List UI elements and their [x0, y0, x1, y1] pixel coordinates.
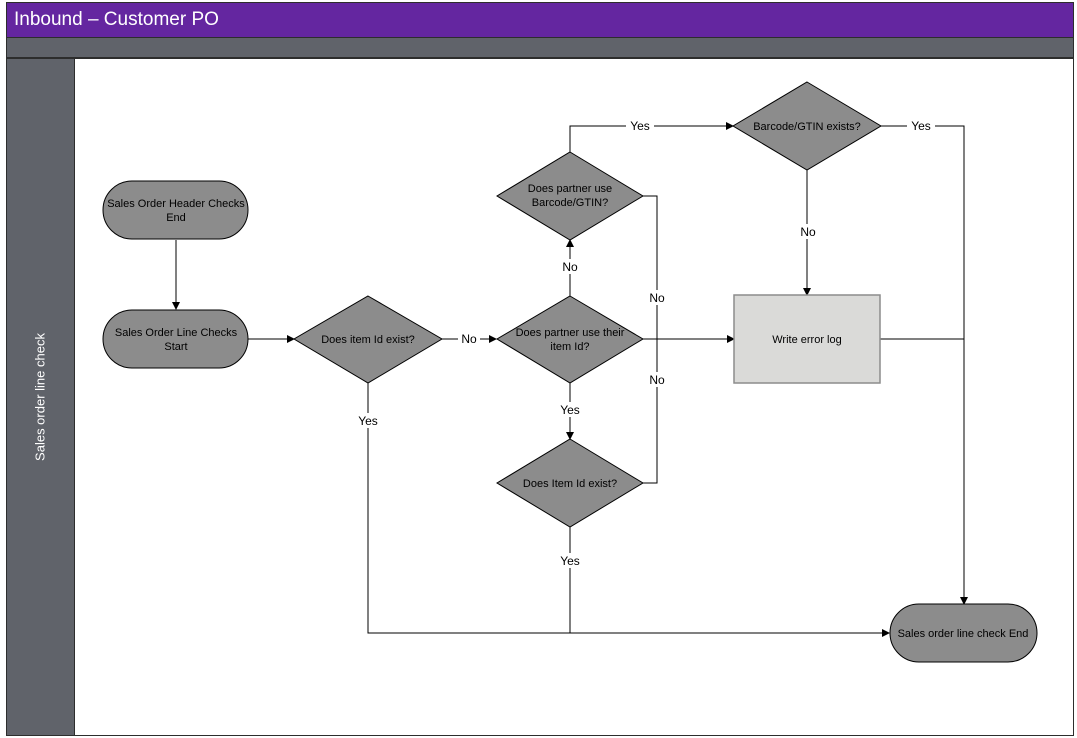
- subheader-bar: [6, 38, 1074, 58]
- edge-barcode-exists-yes: [881, 125, 968, 605]
- edge-item-yes: [367, 383, 890, 637]
- svg-text:Write error log: Write error log: [772, 334, 841, 346]
- label-partner-item-no: No: [562, 260, 578, 274]
- node-line-end: Sales order line check End: [889, 603, 1038, 663]
- svg-text:Does partner use their: Does partner use their: [516, 327, 625, 339]
- svg-text:Does item Id exist?: Does item Id exist?: [321, 334, 415, 346]
- label-barcode-no: No: [649, 291, 665, 305]
- svg-text:Does partner use: Does partner use: [528, 183, 612, 195]
- title-bar: Inbound – Customer PO: [6, 2, 1074, 38]
- edge-barcode-no: [643, 195, 658, 339]
- label-item2-no: No: [649, 373, 665, 387]
- node-barcode-exists: Barcode/GTIN exists?: [732, 81, 882, 171]
- svg-text:item Id?: item Id?: [550, 341, 589, 353]
- page-title: Inbound – Customer PO: [14, 9, 219, 30]
- label-barcode-yes: Yes: [630, 119, 650, 133]
- label-item-yes: Yes: [358, 414, 378, 428]
- svg-text:Sales order line check End: Sales order line check End: [898, 628, 1029, 640]
- label-item2-yes: Yes: [560, 554, 580, 568]
- node-line-start: Sales Order Line Checks Start: [102, 309, 249, 369]
- svg-text:Does Item Id exist?: Does Item Id exist?: [523, 478, 617, 490]
- label-barcode-exists-yes: Yes: [911, 119, 931, 133]
- svg-text:Barcode/GTIN exists?: Barcode/GTIN exists?: [753, 121, 861, 133]
- svg-text:Sales Order Line Checks: Sales Order Line Checks: [115, 327, 238, 339]
- node-error-log: Write error log: [733, 294, 881, 384]
- label-item-no: No: [461, 332, 477, 346]
- svg-text:Start: Start: [164, 341, 187, 353]
- swimlane-header: [6, 58, 75, 736]
- node-item-id-exist: Does item Id exist?: [293, 295, 443, 384]
- node-header-end: Sales Order Header Checks End: [102, 180, 249, 240]
- label-barcode-exists-no: No: [800, 225, 816, 239]
- node-item-id-exist-2: Does Item Id exist?: [496, 438, 644, 528]
- svg-text:End: End: [166, 212, 186, 224]
- edge-item2-no: [643, 339, 658, 484]
- edge-barcode-yes: [569, 122, 734, 152]
- svg-text:Sales Order Header Checks: Sales Order Header Checks: [107, 198, 245, 210]
- edge-labels: No Yes No Yes Yes Yes No No No Yes: [354, 118, 935, 568]
- node-partner-item-id: Does partner use their item Id?: [496, 295, 644, 384]
- node-partner-barcode: Does partner use Barcode/GTIN?: [496, 151, 644, 241]
- svg-text:Barcode/GTIN?: Barcode/GTIN?: [532, 197, 608, 209]
- label-partner-item-yes: Yes: [560, 403, 580, 417]
